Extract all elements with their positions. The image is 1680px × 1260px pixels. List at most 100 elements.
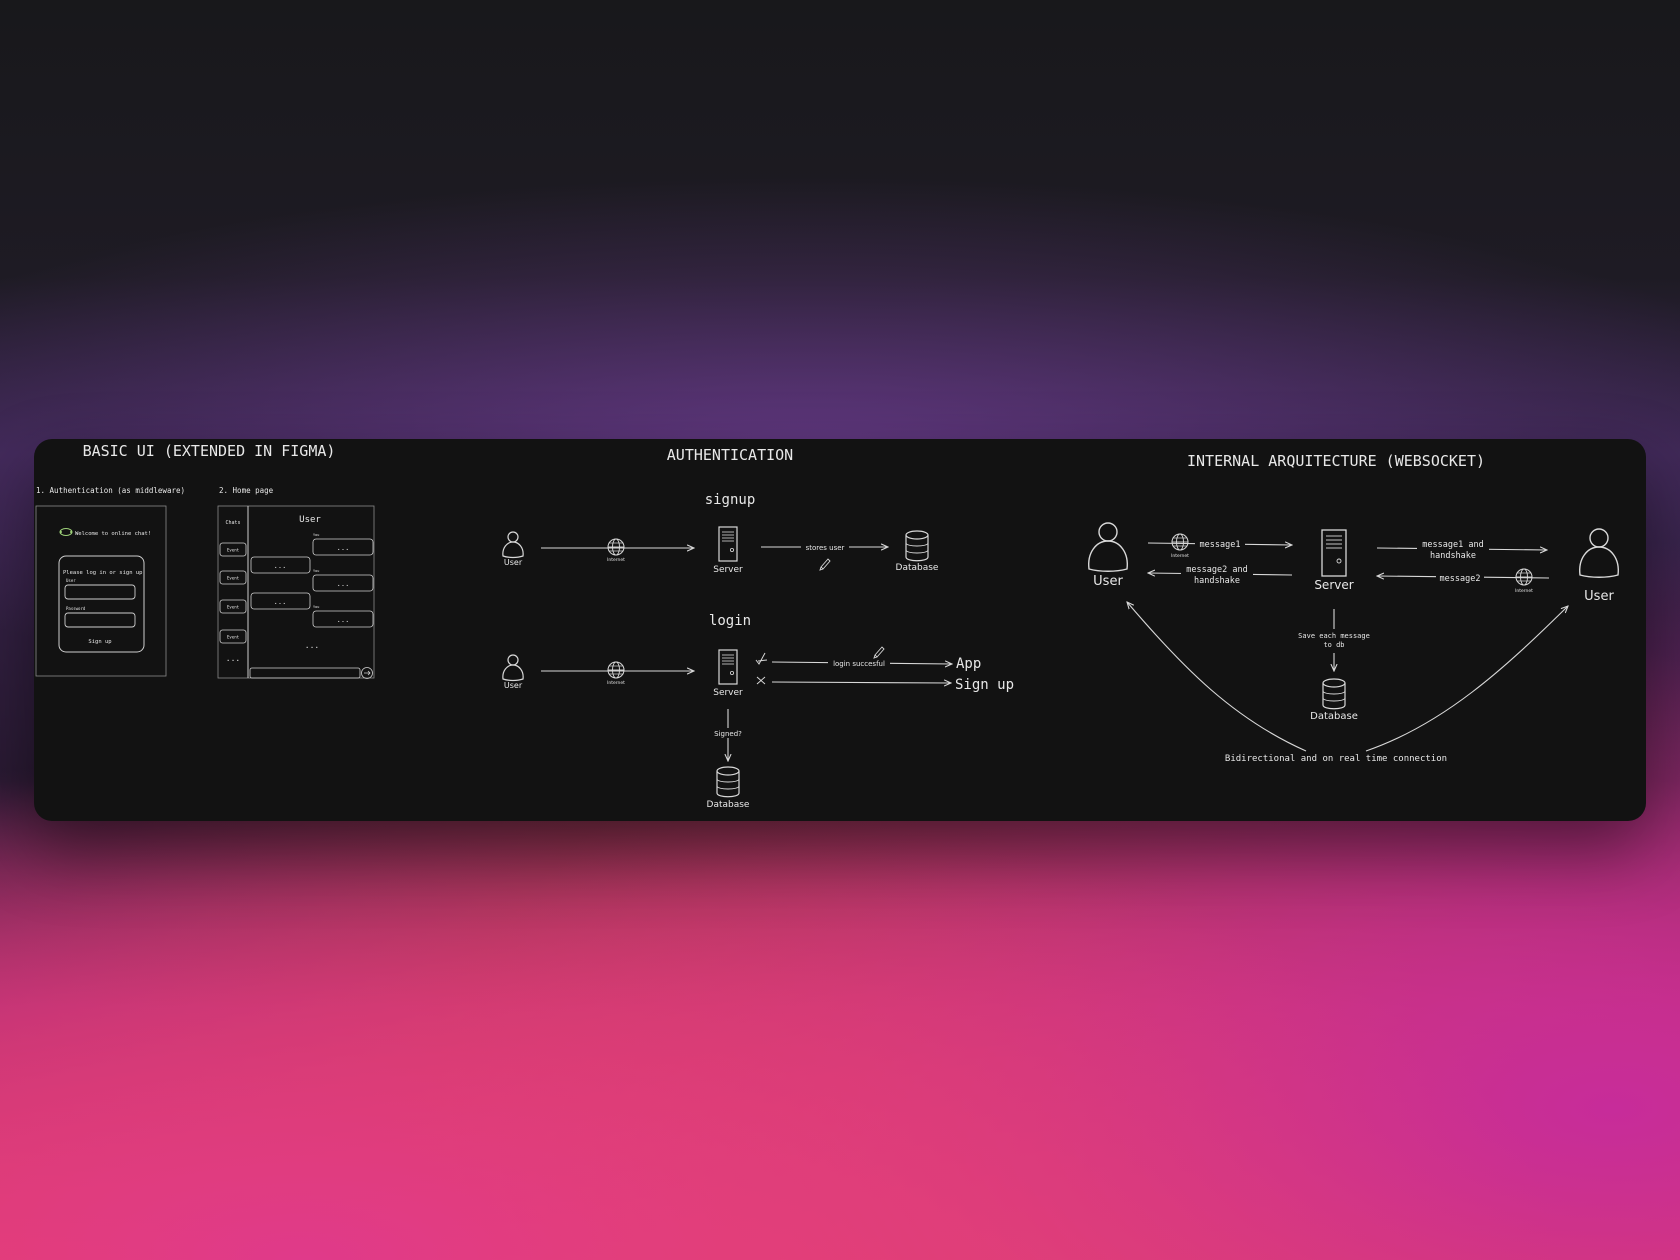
- message-bubble-right: [312, 538, 374, 556]
- signup-database-label: Database: [896, 563, 939, 573]
- sidebar-title: Chats: [225, 520, 240, 526]
- signup-internet-label: Internet: [607, 557, 625, 563]
- diagram-canvas: BASIC UI (EXTENDED IN FIGMA) 1. Authenti…: [34, 439, 1646, 821]
- login-internet-label: Internet: [607, 680, 625, 686]
- message-bubble-left: [250, 556, 311, 574]
- right-internet-label: Internet: [1515, 588, 1533, 594]
- you-label: You: [313, 533, 319, 537]
- user-icon: [502, 654, 524, 682]
- login-prompt: Please log in or sign up: [63, 570, 142, 576]
- home-mockup: 2. Home page User Chats Event Event Even…: [217, 486, 375, 679]
- signup-server-label: Server: [713, 565, 743, 575]
- check-icon: [755, 652, 768, 665]
- database-icon: [1322, 678, 1346, 710]
- database-icon: [905, 530, 929, 562]
- user-icon: [1579, 528, 1619, 578]
- stores-user-label: stores user: [806, 544, 845, 552]
- architecture-section: INTERNAL ARQUITECTURE (WEBSOCKET) User U…: [1088, 452, 1619, 764]
- login-title: login: [709, 613, 751, 629]
- message-placeholder: ...: [337, 580, 350, 588]
- connection-curve-left: [1127, 602, 1307, 752]
- home-mockup-frame: [217, 505, 375, 679]
- chat-logo-icon: [59, 528, 73, 536]
- edge-label-bg: [1436, 572, 1484, 583]
- signed-check-label: Signed?: [714, 730, 742, 738]
- internet-icon: [1171, 533, 1189, 551]
- connection-curve-right: [1365, 606, 1568, 752]
- message-input[interactable]: [249, 667, 361, 679]
- app-target: App: [956, 656, 981, 672]
- left-internet-label: Internet: [1171, 553, 1189, 559]
- right-user-label: User: [1584, 589, 1614, 604]
- save-message-label: Save each message: [1298, 632, 1370, 640]
- chat-item[interactable]: [219, 629, 247, 644]
- home-header-user: User: [299, 515, 321, 525]
- feed-more: ...: [305, 641, 319, 650]
- password-field-label: Password: [66, 606, 86, 611]
- internet-icon: [1515, 568, 1533, 586]
- send-icon[interactable]: [361, 667, 373, 679]
- auth-mockup: 1. Authentication (as middleware) Welcom…: [35, 486, 185, 677]
- user-icon: [502, 531, 524, 559]
- pen-icon: [819, 558, 831, 571]
- basic-ui-section: BASIC UI (EXTENDED IN FIGMA) 1. Authenti…: [35, 442, 375, 679]
- architecture-server-label: Server: [1314, 578, 1353, 592]
- internet-icon: [607, 661, 625, 679]
- signup-link[interactable]: Sign up: [88, 639, 111, 645]
- signup-flow: signup User Internet Server stores user …: [502, 492, 939, 575]
- message-placeholder: ...: [274, 598, 287, 606]
- left-user-label: User: [1093, 574, 1123, 589]
- message-placeholder: ...: [337, 544, 350, 552]
- message-placeholder: ...: [274, 562, 287, 570]
- server-icon: [718, 649, 738, 685]
- edge-label-bg: [708, 728, 748, 738]
- message-placeholder: ...: [337, 616, 350, 624]
- message2-handshake-label: handshake: [1194, 576, 1240, 586]
- database-icon: [716, 766, 740, 798]
- edge-label-bg: [828, 658, 890, 668]
- edge-label-bg: [1292, 629, 1376, 653]
- auth-welcome-text: Welcome to online chat!: [75, 531, 151, 537]
- chat-item-label: Event: [227, 576, 240, 581]
- chat-item-label: Event: [227, 605, 240, 610]
- chat-item-label: Event: [227, 635, 240, 640]
- server-icon: [718, 526, 738, 562]
- message2-label: message2: [1440, 574, 1481, 584]
- message-bubble-right: [312, 574, 374, 592]
- architecture-database-label: Database: [1310, 711, 1358, 722]
- chat-item[interactable]: [219, 570, 247, 585]
- message1-handshake-label: handshake: [1430, 551, 1476, 561]
- pen-icon: [873, 646, 885, 659]
- sidebar-more: ...: [226, 654, 240, 663]
- signup-title: signup: [705, 492, 756, 508]
- home-mockup-heading: 2. Home page: [219, 486, 274, 495]
- diagram-svg: BASIC UI (EXTENDED IN FIGMA) 1. Authenti…: [35, 442, 1619, 810]
- server-icon: [1321, 529, 1347, 577]
- message2-handshake-label: message2 and: [1186, 565, 1247, 575]
- internet-icon: [607, 538, 625, 556]
- you-label: You: [313, 569, 319, 573]
- user-icon: [1088, 522, 1128, 572]
- login-user-label: User: [504, 681, 523, 690]
- message1-handshake-label: message1 and: [1422, 540, 1483, 550]
- basic-ui-title: BASIC UI (EXTENDED IN FIGMA): [83, 442, 336, 460]
- save-message-label: to db: [1323, 641, 1344, 649]
- you-label: You: [313, 605, 319, 609]
- user-input[interactable]: [64, 584, 136, 600]
- message1-label: message1: [1200, 540, 1241, 550]
- message-bubble-left: [250, 592, 311, 610]
- fail-arrow: [771, 682, 951, 683]
- login-server-label: Server: [713, 688, 743, 698]
- chat-item[interactable]: [219, 542, 247, 557]
- authentication-title: AUTHENTICATION: [667, 446, 793, 464]
- edge-label-bg: [1417, 538, 1489, 562]
- password-input[interactable]: [64, 612, 136, 628]
- signup-target: Sign up: [955, 677, 1014, 693]
- edge-label-bg: [1181, 563, 1253, 587]
- user-field-label: User: [66, 578, 76, 583]
- connection-label: Bidirectional and on real time connectio…: [1225, 754, 1447, 764]
- chat-item[interactable]: [219, 599, 247, 614]
- chat-item-label: Event: [227, 548, 240, 553]
- cross-icon: [756, 676, 766, 685]
- login-database-label: Database: [707, 800, 750, 810]
